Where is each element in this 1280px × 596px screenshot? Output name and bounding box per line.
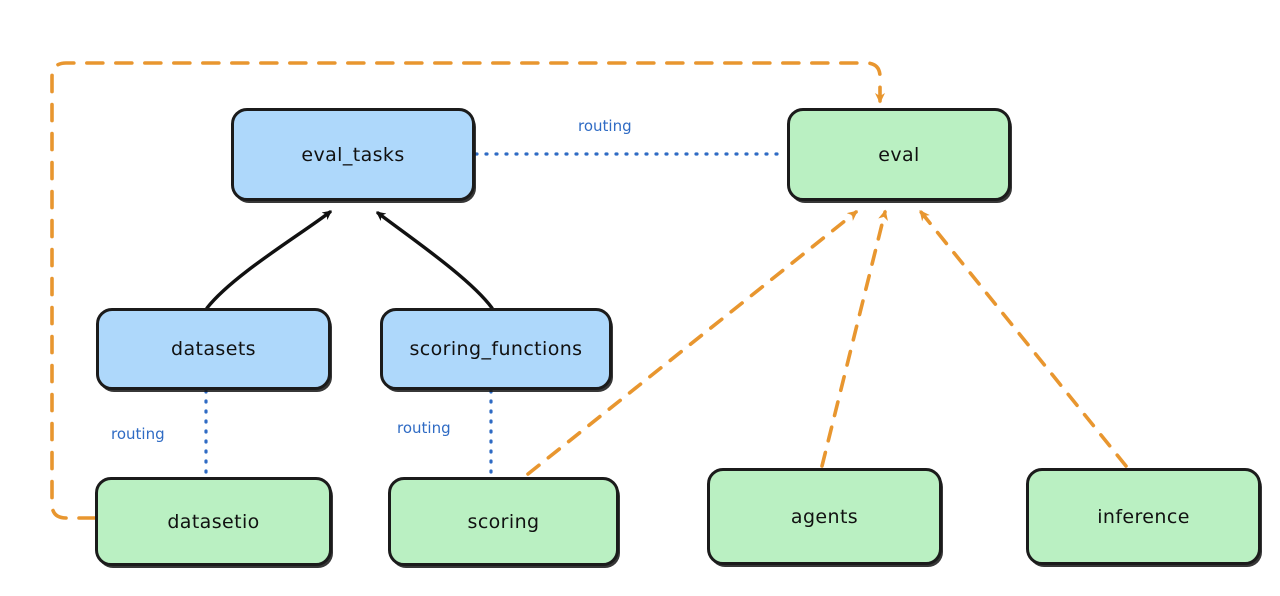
- edge-scoring-to-eval: [526, 210, 858, 476]
- edge-label-routing-scoring: routing: [397, 419, 451, 437]
- node-eval-tasks[interactable]: eval_tasks: [231, 108, 475, 201]
- node-datasetio[interactable]: datasetio: [95, 477, 332, 566]
- node-label: datasets: [171, 338, 256, 360]
- node-label: eval_tasks: [301, 143, 405, 166]
- edge-agents-to-eval: [820, 209, 888, 468]
- node-agents[interactable]: agents: [707, 468, 942, 565]
- node-label: inference: [1097, 505, 1190, 528]
- node-datasets[interactable]: datasets: [96, 308, 331, 390]
- node-scoring[interactable]: scoring: [388, 477, 619, 566]
- node-label: eval: [878, 143, 920, 166]
- edge-label-routing-eval: routing: [578, 117, 632, 135]
- node-scoring-functions[interactable]: scoring_functions: [380, 308, 612, 390]
- edge-inference-to-eval: [919, 210, 1128, 468]
- node-label: datasetio: [167, 510, 260, 533]
- edge-datasets-to-eval-tasks: [205, 210, 332, 310]
- edge-scoring-functions-to-eval-tasks: [376, 211, 494, 310]
- edge-label-routing-datasetio: routing: [111, 425, 165, 443]
- node-inference[interactable]: inference: [1026, 468, 1261, 565]
- node-eval[interactable]: eval: [787, 108, 1011, 201]
- node-label: agents: [790, 505, 859, 528]
- edge-datasetio-to-eval: [50, 61, 885, 520]
- node-label: scoring_functions: [409, 338, 583, 360]
- node-label: scoring: [467, 510, 540, 533]
